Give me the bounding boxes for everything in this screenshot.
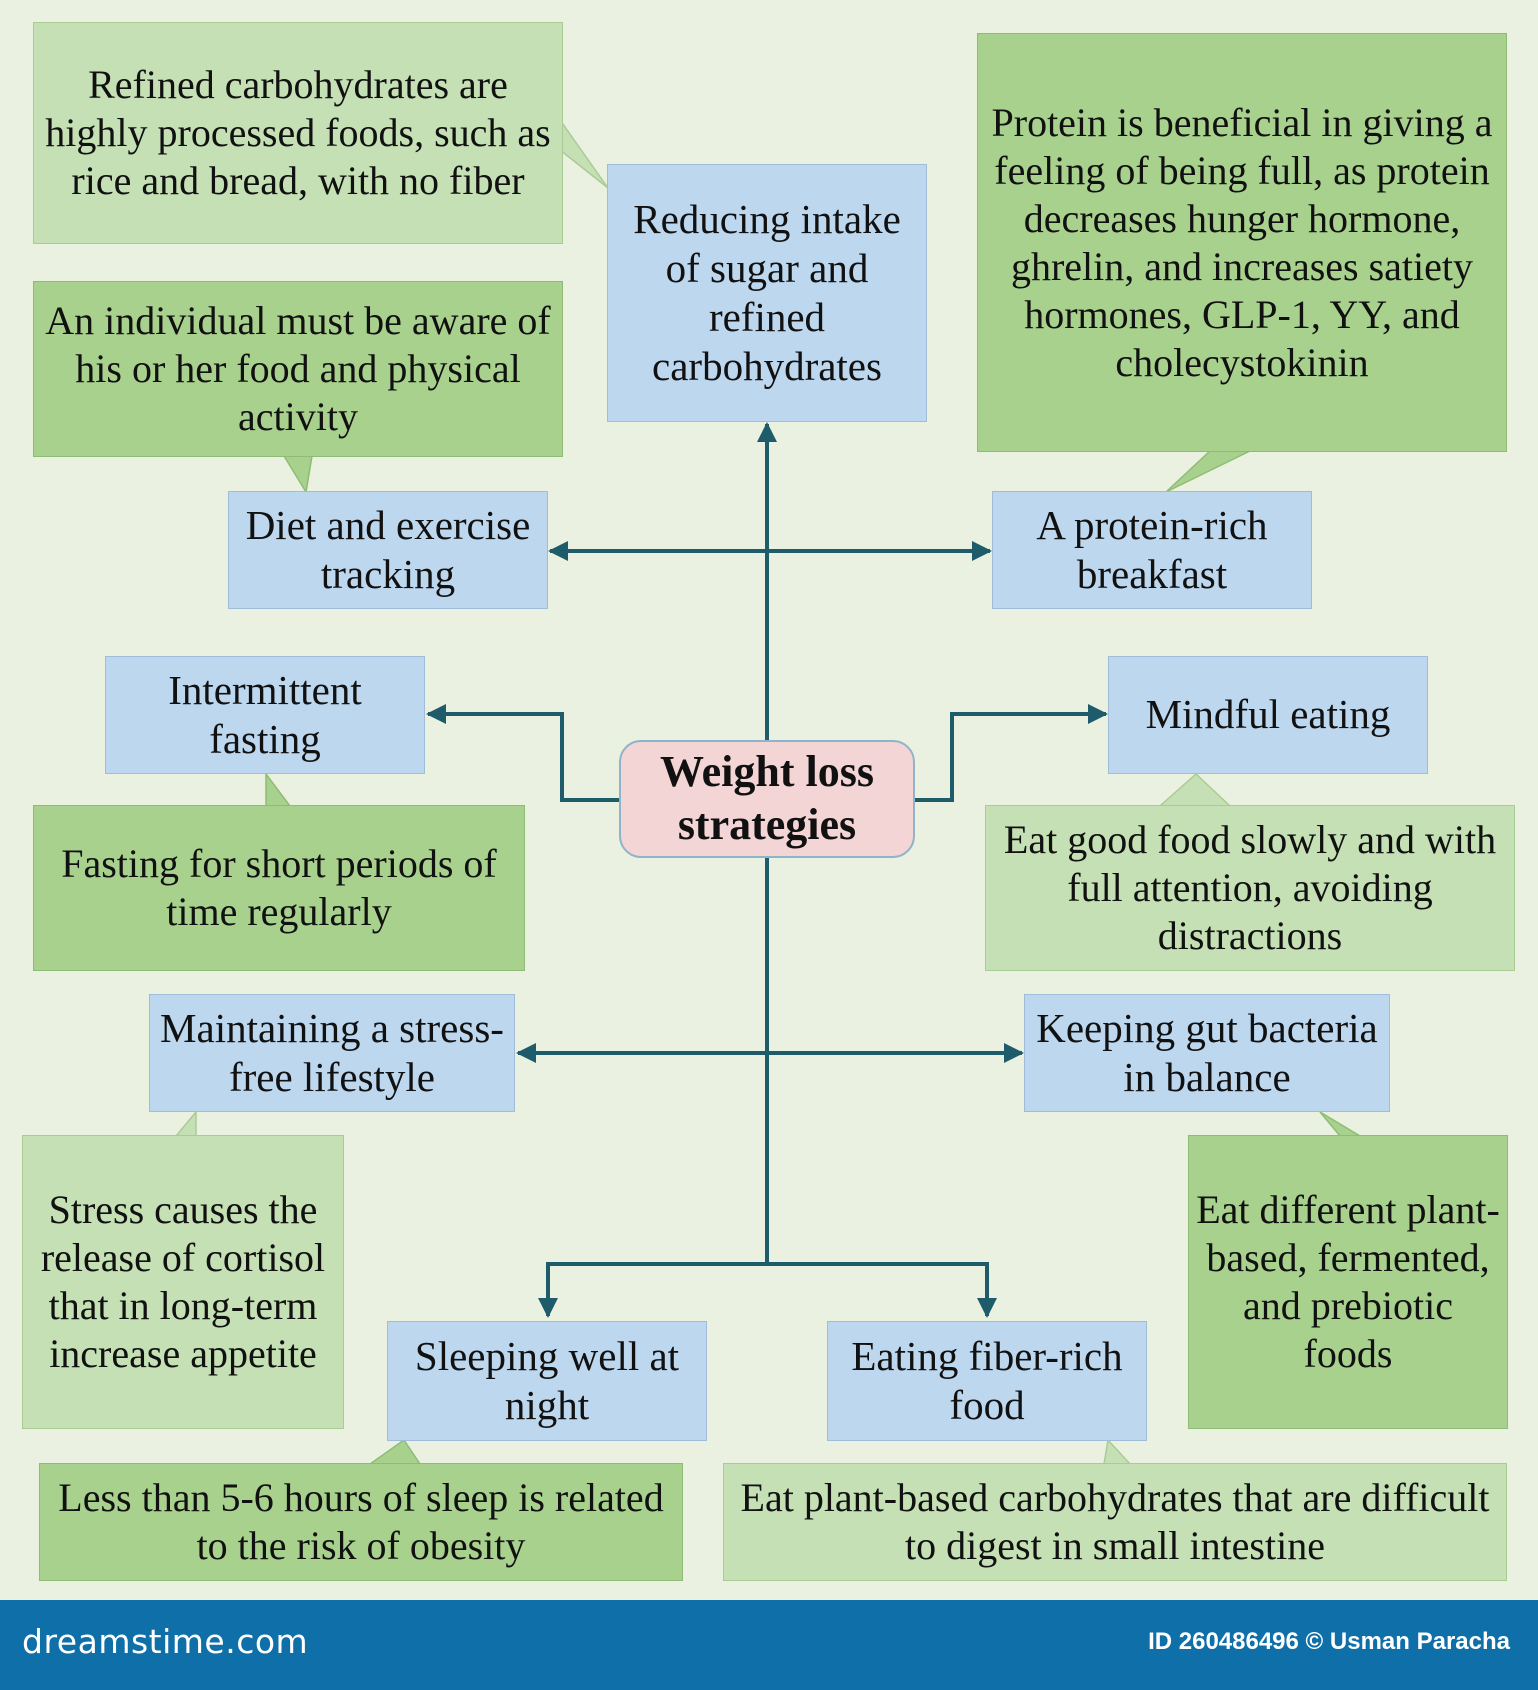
strategy-mindful-eating: Mindful eating	[1108, 656, 1428, 774]
callout-tail-protein-breakfast	[1165, 450, 1251, 493]
note-intermittent-fasting: Fasting for short periods of time regula…	[33, 805, 525, 971]
strategy-reduce-sugar: Reducing intake of sugar and refined car…	[607, 164, 927, 422]
callout-tail-fiber	[1103, 1438, 1132, 1465]
note-mindful-eating: Eat good food slowly and with full atten…	[985, 805, 1515, 971]
callout-tail-sleep	[367, 1438, 422, 1465]
mind-map: Weight loss strategies Reducing intake o…	[22, 22, 1515, 1581]
note-fiber: Eat plant-based carbohydrates that are d…	[723, 1463, 1507, 1581]
note-sleep: Less than 5-6 hours of sleep is related …	[39, 1463, 683, 1581]
arrow-to-sleep	[538, 1262, 767, 1318]
image-credit: ID 260486496 © Usman Paracha	[1148, 1628, 1510, 1655]
note-diet-tracking: An individual must be aware of his or he…	[33, 281, 563, 457]
dreamstime-logo[interactable]: dreamstime.com	[22, 1622, 309, 1661]
watermark-footer-bar: dreamstime.com ID 260486496 © Usman Para…	[0, 1600, 1538, 1690]
arrow-to-mindful-eating	[914, 704, 1108, 802]
strategy-intermittent-fasting: Intermittent fasting	[105, 656, 425, 774]
callout-tail-reduce-sugar	[559, 117, 609, 189]
strategy-fiber: Eating fiber-rich food	[827, 1321, 1147, 1441]
note-gut-bacteria: Eat different plant-based, fermented, an…	[1188, 1135, 1508, 1429]
note-stress-free: Stress causes the release of cortisol th…	[22, 1135, 344, 1429]
strategy-diet-tracking: Diet and exercise tracking	[228, 491, 548, 609]
strategy-stress-free: Maintaining a stress-free lifestyle	[149, 994, 515, 1112]
callout-tail-mindful-eating	[1158, 772, 1232, 807]
callout-tail-intermittent-fasting	[265, 771, 292, 807]
strategy-protein-breakfast: A protein-rich breakfast	[992, 491, 1312, 609]
strategy-gut-bacteria: Keeping gut bacteria in balance	[1024, 994, 1390, 1112]
arrow-to-intermittent-fasting	[426, 704, 620, 802]
callout-tail-diet-tracking	[282, 455, 313, 495]
center-node: Weight loss strategies	[619, 740, 915, 858]
note-protein-breakfast: Protein is beneficial in giving a feelin…	[977, 33, 1507, 452]
arrow-to-fiber	[767, 1262, 997, 1318]
callout-tail-gut-bacteria	[1319, 1111, 1363, 1137]
strategy-sleep: Sleeping well at night	[387, 1321, 707, 1441]
note-reduce-sugar: Refined carbohydrates are highly process…	[33, 22, 563, 244]
callout-tail-stress-free	[174, 1109, 197, 1137]
